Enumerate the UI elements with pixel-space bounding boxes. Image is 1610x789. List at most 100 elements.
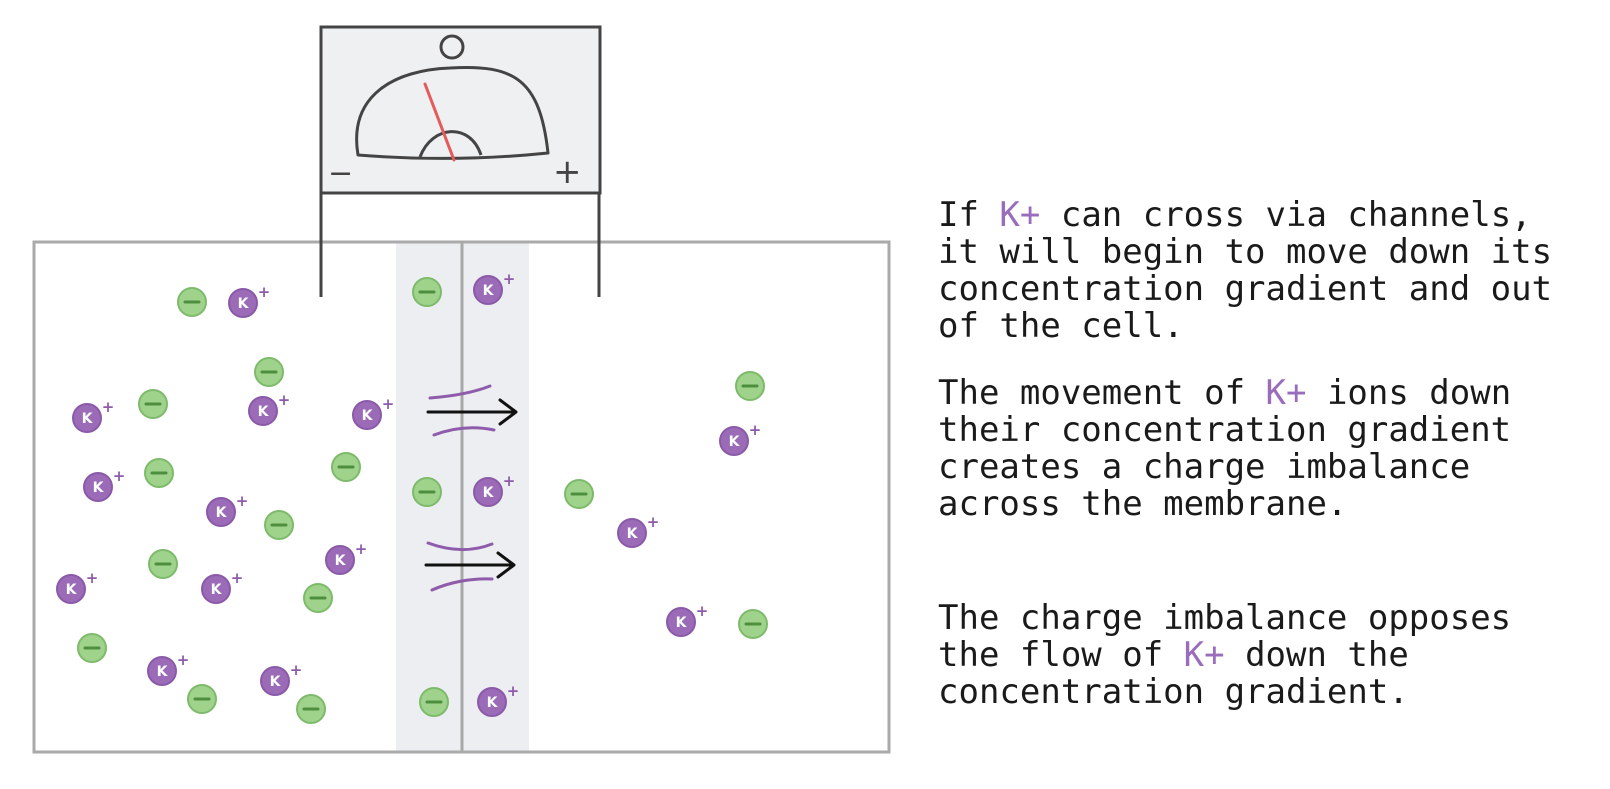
potassium-ion-charge: + <box>102 398 115 416</box>
potassium-ion-body <box>719 426 749 456</box>
potassium-ion-label: K <box>258 404 270 420</box>
potassium-ion-charge: + <box>382 395 395 413</box>
potassium-ion-label: K <box>157 664 169 680</box>
potassium-ion-charge: + <box>696 602 709 620</box>
anion <box>77 633 107 663</box>
potassium-ion-charge: + <box>290 661 303 679</box>
potassium-ion-body <box>72 403 102 433</box>
potassium-ion-charge: + <box>507 682 520 700</box>
potassium-ion-charge: + <box>231 569 244 587</box>
anion <box>296 694 326 724</box>
flow-arrow-head <box>496 551 516 579</box>
potassium-ion-body <box>201 574 231 604</box>
potassium-ion-body <box>473 477 503 507</box>
anion <box>303 583 333 613</box>
anion <box>564 479 594 509</box>
anion <box>735 371 765 401</box>
caption-paragraph-1: If K+ can cross via channels, it will be… <box>938 197 1578 345</box>
potassium-ion: K+ <box>201 569 244 604</box>
potassium-ion-charge: + <box>647 513 660 531</box>
potassium-ion: K+ <box>666 602 709 637</box>
potassium-ion-charge: + <box>86 569 99 587</box>
potassium-ion-label: K <box>270 674 282 690</box>
anion <box>177 287 207 317</box>
potassium-ion-body <box>352 400 382 430</box>
voltmeter-knob <box>439 34 465 60</box>
potassium-ion: K+ <box>248 391 291 426</box>
potassium-ion-label: K <box>335 553 347 569</box>
caption-1-rest: can cross via channels, it will begin to… <box>938 195 1553 346</box>
channel-gate-bottom <box>430 577 494 592</box>
potassium-ion: K+ <box>83 467 126 502</box>
potassium-ion: K+ <box>72 398 115 433</box>
channel-gate-bottom <box>432 426 496 437</box>
ion-channel-lower <box>424 541 516 592</box>
potassium-ion-charge: + <box>355 540 368 558</box>
potassium-ion-label: K <box>216 505 228 521</box>
potassium-ion-label: K <box>211 582 223 598</box>
potassium-symbol-2: K+ <box>1265 373 1307 413</box>
anion <box>738 609 768 639</box>
anion <box>419 687 449 717</box>
potassium-ion: K+ <box>617 513 660 548</box>
caption-1-start: If <box>938 195 1000 235</box>
potassium-ion-body <box>477 687 507 717</box>
caption-paragraph-2: The movement of K+ ions down their conce… <box>938 375 1578 523</box>
potassium-ion-label: K <box>487 695 499 711</box>
potassium-ion-label: K <box>362 408 374 424</box>
potassium-ion-charge: + <box>503 472 516 490</box>
potassium-ion-body <box>206 497 236 527</box>
anion <box>148 549 178 579</box>
potassium-ion-charge: + <box>278 391 291 409</box>
potassium-ion-body <box>325 545 355 575</box>
potassium-ion-label: K <box>238 296 250 312</box>
potassium-ion: K+ <box>325 540 368 575</box>
potassium-ion-label: K <box>627 526 639 542</box>
potassium-ion-body <box>617 518 647 548</box>
ion-channel-upper <box>426 384 518 437</box>
potassium-ion-body <box>248 396 278 426</box>
voltmeter-pivot <box>418 130 483 158</box>
potassium-ion-body <box>260 666 290 696</box>
potassium-symbol-1: K+ <box>999 195 1041 235</box>
anion <box>254 357 284 387</box>
potassium-ion: K+ <box>228 283 270 318</box>
voltmeter: − + <box>319 25 602 297</box>
potassium-ion: K+ <box>473 270 515 305</box>
channel-gate-top <box>428 384 492 400</box>
potassium-ion-body <box>147 656 177 686</box>
channel-gate-top <box>426 541 494 552</box>
potassium-ion: K+ <box>473 472 516 507</box>
potassium-ion: K+ <box>206 492 248 527</box>
cell-container-box <box>32 240 891 754</box>
caption-2-start: The movement of <box>938 373 1266 413</box>
caption-3-rest: down the concentration gradient. <box>938 635 1409 712</box>
voltmeter-needle <box>423 82 456 162</box>
potassium-ion-charge: + <box>177 651 190 669</box>
potassium-ion: K+ <box>56 569 99 604</box>
potassium-ion-body <box>56 574 86 604</box>
anion <box>187 684 217 714</box>
potassium-ion-label: K <box>66 582 78 598</box>
anion <box>264 510 294 540</box>
potassium-ion-charge: + <box>113 467 126 485</box>
potassium-ion-label: K <box>483 283 495 299</box>
potassium-ion: K+ <box>147 651 190 686</box>
caption-paragraph-3: The charge imbalance opposes the flow of… <box>938 600 1578 711</box>
potassium-ion-body <box>83 472 113 502</box>
potassium-ion-label: K <box>483 485 495 501</box>
potassium-ion-body <box>228 288 258 318</box>
voltmeter-plus-label: + <box>553 152 582 192</box>
flow-arrow-head <box>498 398 518 426</box>
potassium-ion-charge: + <box>749 421 762 439</box>
potassium-ion: K+ <box>719 421 762 456</box>
caption-3-start: The charge imbalance opposes the flow of <box>938 598 1512 675</box>
anion <box>331 452 361 482</box>
voltmeter-minus-label: − <box>328 156 353 191</box>
potassium-ion-label: K <box>729 434 741 450</box>
anion <box>144 458 174 488</box>
potassium-ion: K+ <box>260 661 303 696</box>
caption-2-rest: ions down their concentration gradient c… <box>938 373 1512 524</box>
ion-layer: K+K+K+K+K+K+K+K+K+K+K+K+K+K+K+K+K+ <box>56 270 768 724</box>
